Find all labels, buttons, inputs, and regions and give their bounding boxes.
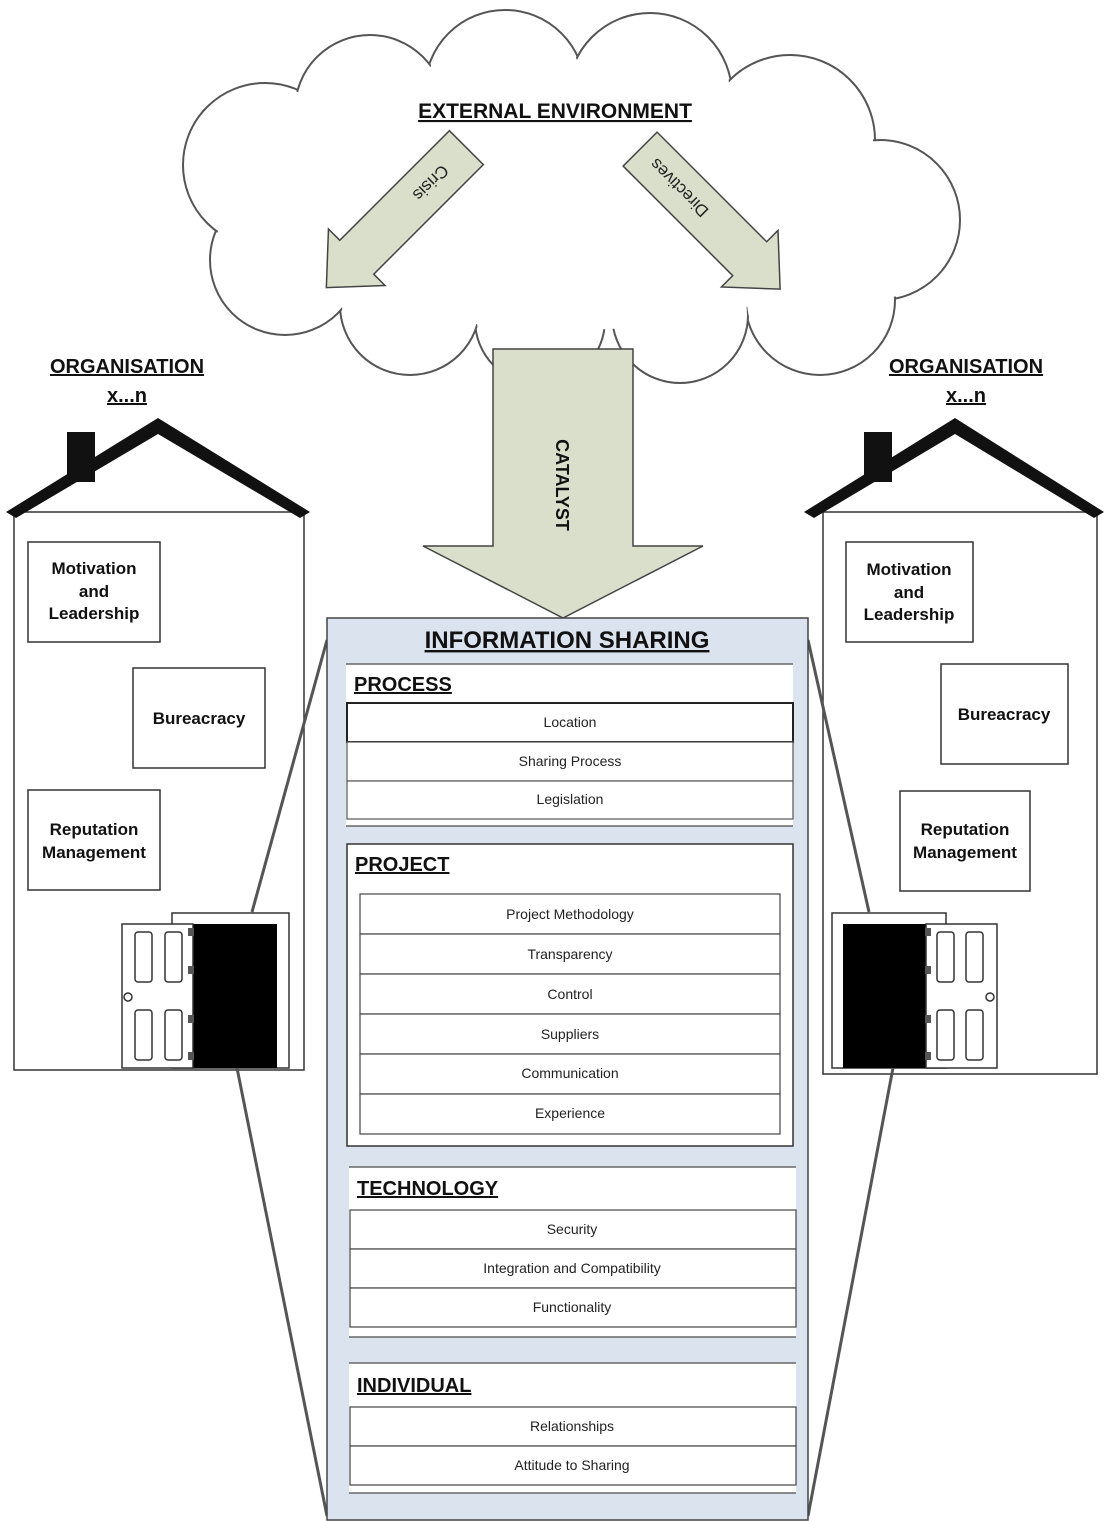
technology-item: Security bbox=[547, 1221, 598, 1237]
org-left-motivation-line2: and bbox=[79, 582, 109, 601]
individual-item: Relationships bbox=[530, 1418, 614, 1434]
catalyst-arrow: CATALYST bbox=[422, 348, 704, 619]
process-section bbox=[346, 663, 794, 827]
org-right-bureacracy: Bureacracy bbox=[958, 705, 1051, 724]
org-left-title: ORGANISATION bbox=[50, 356, 204, 378]
process-title: PROCESS bbox=[354, 674, 452, 696]
process-item: Location bbox=[544, 714, 597, 730]
technology-section bbox=[349, 1166, 797, 1338]
project-item: Transparency bbox=[527, 946, 612, 962]
individual-item: Attitude to Sharing bbox=[514, 1457, 629, 1473]
org-left-reputation-line2: Management bbox=[42, 843, 146, 862]
org-right-subtitle: x...n bbox=[946, 385, 986, 407]
org-left-motivation-line1: Motivation bbox=[52, 559, 137, 578]
org-left-roof bbox=[6, 418, 310, 518]
org-left-door bbox=[121, 912, 290, 1069]
org-left-reputation-line1: Reputation bbox=[50, 820, 139, 839]
org-right-title: ORGANISATION bbox=[889, 356, 1043, 378]
org-right-reputation-line2: Management bbox=[913, 843, 1017, 862]
org-right-motivation-line1: Motivation bbox=[867, 560, 952, 579]
org-left-motivation-line3: Leadership bbox=[49, 604, 140, 623]
door-connector-lines bbox=[235, 639, 895, 1517]
project-section bbox=[346, 843, 794, 1147]
project-item: Experience bbox=[535, 1105, 605, 1121]
org-right-motivation-line3: Leadership bbox=[864, 605, 955, 624]
process-item: Sharing Process bbox=[519, 753, 622, 769]
external-environment-cloud bbox=[182, 9, 961, 386]
org-left-subtitle: x...n bbox=[107, 385, 147, 407]
project-item: Control bbox=[547, 986, 592, 1002]
technology-item: Functionality bbox=[533, 1299, 612, 1315]
information-sharing-title: INFORMATION SHARING bbox=[425, 627, 710, 654]
process-item: Legislation bbox=[537, 791, 604, 807]
technology-item: Integration and Compatibility bbox=[483, 1260, 660, 1276]
individual-title: INDIVIDUAL bbox=[357, 1375, 471, 1397]
technology-title: TECHNOLOGY bbox=[357, 1178, 499, 1200]
org-left-bureacracy: Bureacracy bbox=[153, 709, 246, 728]
org-right-reputation-line1: Reputation bbox=[921, 820, 1010, 839]
org-right-roof bbox=[804, 418, 1104, 518]
external-environment-title: EXTERNAL ENVIRONMENT bbox=[418, 100, 692, 123]
project-item: Suppliers bbox=[541, 1026, 599, 1042]
org-right-door bbox=[831, 912, 998, 1069]
catalyst-label: CATALYST bbox=[552, 439, 572, 531]
individual-section bbox=[349, 1362, 797, 1494]
crisis-arrow: Crisis bbox=[325, 129, 485, 289]
org-right-motivation-line2: and bbox=[894, 583, 924, 602]
project-item: Project Methodology bbox=[506, 906, 634, 922]
project-item: Communication bbox=[521, 1065, 618, 1081]
project-title: PROJECT bbox=[355, 854, 449, 876]
